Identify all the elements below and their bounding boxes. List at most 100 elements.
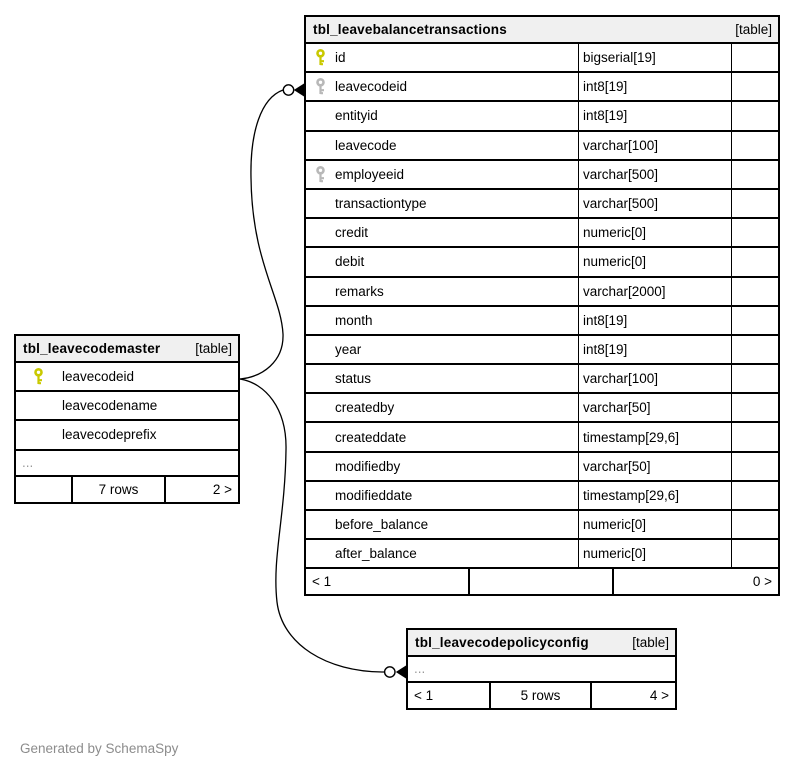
column-type: bigserial[19] [583, 50, 656, 66]
column-name-cell: leavecodeid [306, 73, 579, 101]
table-row: entityid int8[19] [306, 102, 778, 132]
table-footer: < 1 5 rows 4 > [408, 682, 675, 708]
column-type-cell: timestamp[29,6] [579, 423, 732, 451]
table-row: id bigserial[19] [306, 44, 778, 74]
column-type-cell: varchar[500] [579, 189, 732, 218]
table-badge: [table] [735, 22, 772, 37]
table-name[interactable]: tbl_leavecodepolicyconfig [415, 635, 589, 650]
relation-anchor-cell [732, 161, 778, 188]
relation-anchor-cell [732, 511, 778, 538]
column-type-cell: bigserial[19] [579, 44, 732, 72]
table-row: before_balance numeric[0] [306, 511, 778, 541]
table-row: employeeid varchar[500] [306, 160, 778, 190]
column-name-cell: entityid [306, 102, 579, 130]
column-name-cell: credit [306, 219, 579, 247]
column-name-cell: createdby [306, 394, 579, 422]
table-name[interactable]: tbl_leavebalancetransactions [313, 22, 507, 37]
relation-anchor-cell [732, 453, 778, 480]
relation-anchor-cell [732, 102, 778, 129]
column-name-cell: leavecode [306, 131, 579, 159]
column-type-cell: varchar[100] [579, 131, 732, 159]
column-name-cell: remarks [306, 277, 579, 305]
column-type-cell: numeric[0] [579, 540, 732, 568]
column-type: varchar[500] [583, 196, 659, 212]
column-name: after_balance [335, 546, 417, 562]
column-name: month [335, 312, 373, 328]
column-type: varchar[100] [583, 371, 659, 387]
column-type-cell: varchar[50] [579, 452, 732, 480]
footer-next-page: 0 > [752, 574, 772, 590]
footer-next-page: 4 > [649, 687, 669, 703]
table-header[interactable]: tbl_leavebalancetransactions [table] [306, 17, 778, 44]
table-rows: leavecodeid leavecodename leavecodeprefi… [16, 363, 238, 451]
zero-or-one-marker [383, 666, 396, 678]
column-type: int8[19] [583, 79, 628, 95]
column-type: varchar[500] [583, 166, 659, 182]
table-badge: [table] [195, 341, 232, 356]
table-footer: 7 rows 2 > [16, 477, 238, 503]
relation-anchor-cell [732, 248, 778, 275]
column-type-cell: int8[19] [579, 306, 732, 334]
generated-by-note: Generated by SchemaSpy [20, 741, 179, 756]
table-row: credit numeric[0] [306, 219, 778, 249]
column-type: numeric[0] [583, 254, 647, 270]
column-name-cell: debit [306, 248, 579, 276]
column-name: transactiontype [335, 196, 427, 212]
table-row: leavecode varchar[100] [306, 131, 778, 161]
table-row: createddate timestamp[29,6] [306, 423, 778, 453]
column-name-cell: modifieddate [306, 481, 579, 509]
table-header[interactable]: tbl_leavecodemaster [table] [16, 336, 238, 363]
column-name: employeeid [335, 166, 405, 182]
column-type: varchar[50] [583, 458, 651, 474]
column-name: leavecodename [62, 398, 158, 414]
column-type-cell: timestamp[29,6] [579, 481, 732, 509]
column-type: int8[19] [583, 341, 628, 357]
column-name: modifieddate [335, 487, 413, 503]
table-row: after_balance numeric[0] [306, 540, 778, 570]
column-name: modifiedby [335, 458, 401, 474]
column-type-cell: int8[19] [579, 335, 732, 364]
column-name: entityid [335, 108, 378, 124]
column-name: leavecodeid [62, 369, 135, 385]
column-name-cell: id [306, 44, 579, 72]
table-row: modifiedby varchar[50] [306, 452, 778, 482]
table-header[interactable]: tbl_leavecodepolicyconfig [table] [408, 630, 675, 657]
table-badge: [table] [632, 635, 669, 650]
relation-anchor-cell [732, 44, 778, 71]
column-name-cell: leavecodeprefix [16, 421, 238, 448]
relation-anchor-cell [732, 482, 778, 509]
column-name: remarks [335, 283, 384, 299]
column-type-cell: varchar[500] [579, 160, 732, 188]
column-name-cell: year [306, 335, 579, 364]
key-icon [32, 368, 45, 385]
column-name-cell: status [306, 365, 579, 393]
column-name: leavecodeprefix [62, 427, 157, 443]
column-name-cell: before_balance [306, 511, 579, 539]
column-name: leavecode [335, 137, 397, 153]
column-type-cell: int8[19] [579, 73, 732, 101]
relation-anchor-cell [732, 278, 778, 305]
table-name[interactable]: tbl_leavecodemaster [23, 341, 161, 356]
relation-anchor-cell [732, 190, 778, 217]
table-row: year int8[19] [306, 335, 778, 366]
table-row: modifieddate timestamp[29,6] [306, 481, 778, 511]
column-name-cell: employeeid [306, 160, 579, 188]
table-rows: id bigserial[19] leavecodeid int8[19] [306, 44, 778, 570]
relation-anchor-cell [732, 73, 778, 100]
column-type-cell: varchar[50] [579, 394, 732, 422]
table-row: month int8[19] [306, 306, 778, 336]
table-row: leavecodeid [16, 363, 238, 393]
column-name: createdby [335, 400, 395, 416]
relation-anchor-cell [732, 219, 778, 246]
column-name-cell: after_balance [306, 540, 579, 568]
column-name-cell: transactiontype [306, 189, 579, 218]
footer-row-count: 5 rows [491, 682, 592, 708]
column-type-cell: varchar[2000] [579, 277, 732, 305]
relation-anchor-cell [732, 365, 778, 392]
column-type: varchar[50] [583, 400, 651, 416]
footer-row-count [470, 569, 614, 595]
table-leavecodemaster: tbl_leavecodemaster [table] leavecodeid … [14, 334, 240, 505]
footer-prev-page: < 1 [408, 682, 491, 708]
column-name-cell: leavecodename [16, 392, 238, 419]
